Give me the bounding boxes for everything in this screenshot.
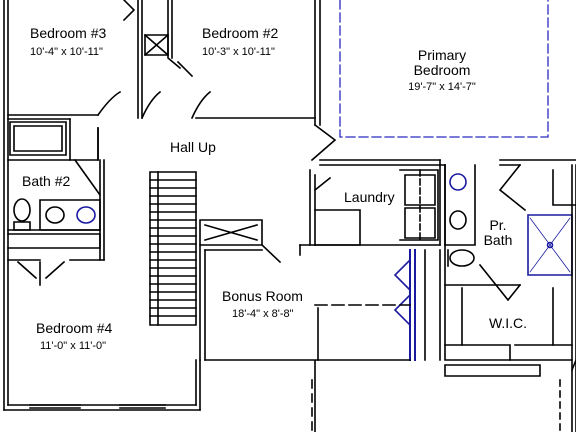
bathtub [9, 121, 67, 156]
bonus-name: Bonus Room [222, 288, 303, 304]
bedroom3-name: Bedroom #3 [30, 25, 106, 41]
walk-in-closet [444, 284, 573, 361]
bedroom2-name: Bedroom #2 [202, 25, 278, 41]
bedroom4-name: Bedroom #4 [36, 320, 112, 336]
laundry-room [314, 209, 361, 246]
bedroom2-dims: 10'-3" x 10'-11" [202, 46, 275, 58]
primary-name-line1: Primary [418, 47, 466, 63]
pr-bath-name-line2: Bath [484, 232, 513, 248]
wall-bedroom3-bottom [7, 114, 99, 120]
staircase [149, 171, 197, 326]
laundry-name: Laundry [344, 189, 395, 205]
bath2-name: Bath #2 [22, 173, 70, 189]
primary-tray-ceiling [339, 0, 549, 138]
wic-name: W.I.C. [489, 315, 527, 331]
pr-bath-name-line1: Pr. [489, 217, 506, 233]
hall-name: Hall Up [170, 139, 216, 155]
bedroom4-dims: 11'-0" x 11'-0" [40, 340, 106, 352]
primary-dims: 19'-7" x 14'-7" [408, 81, 476, 93]
bonus-dims: 18'-4" x 8'-8" [232, 308, 294, 320]
primary-name-line2: Bedroom [414, 62, 471, 78]
bedroom3-dims: 10'-4" x 10'-11" [30, 46, 103, 58]
toilet-bath2 [13, 198, 31, 222]
primary-bath-fixtures [444, 163, 576, 432]
